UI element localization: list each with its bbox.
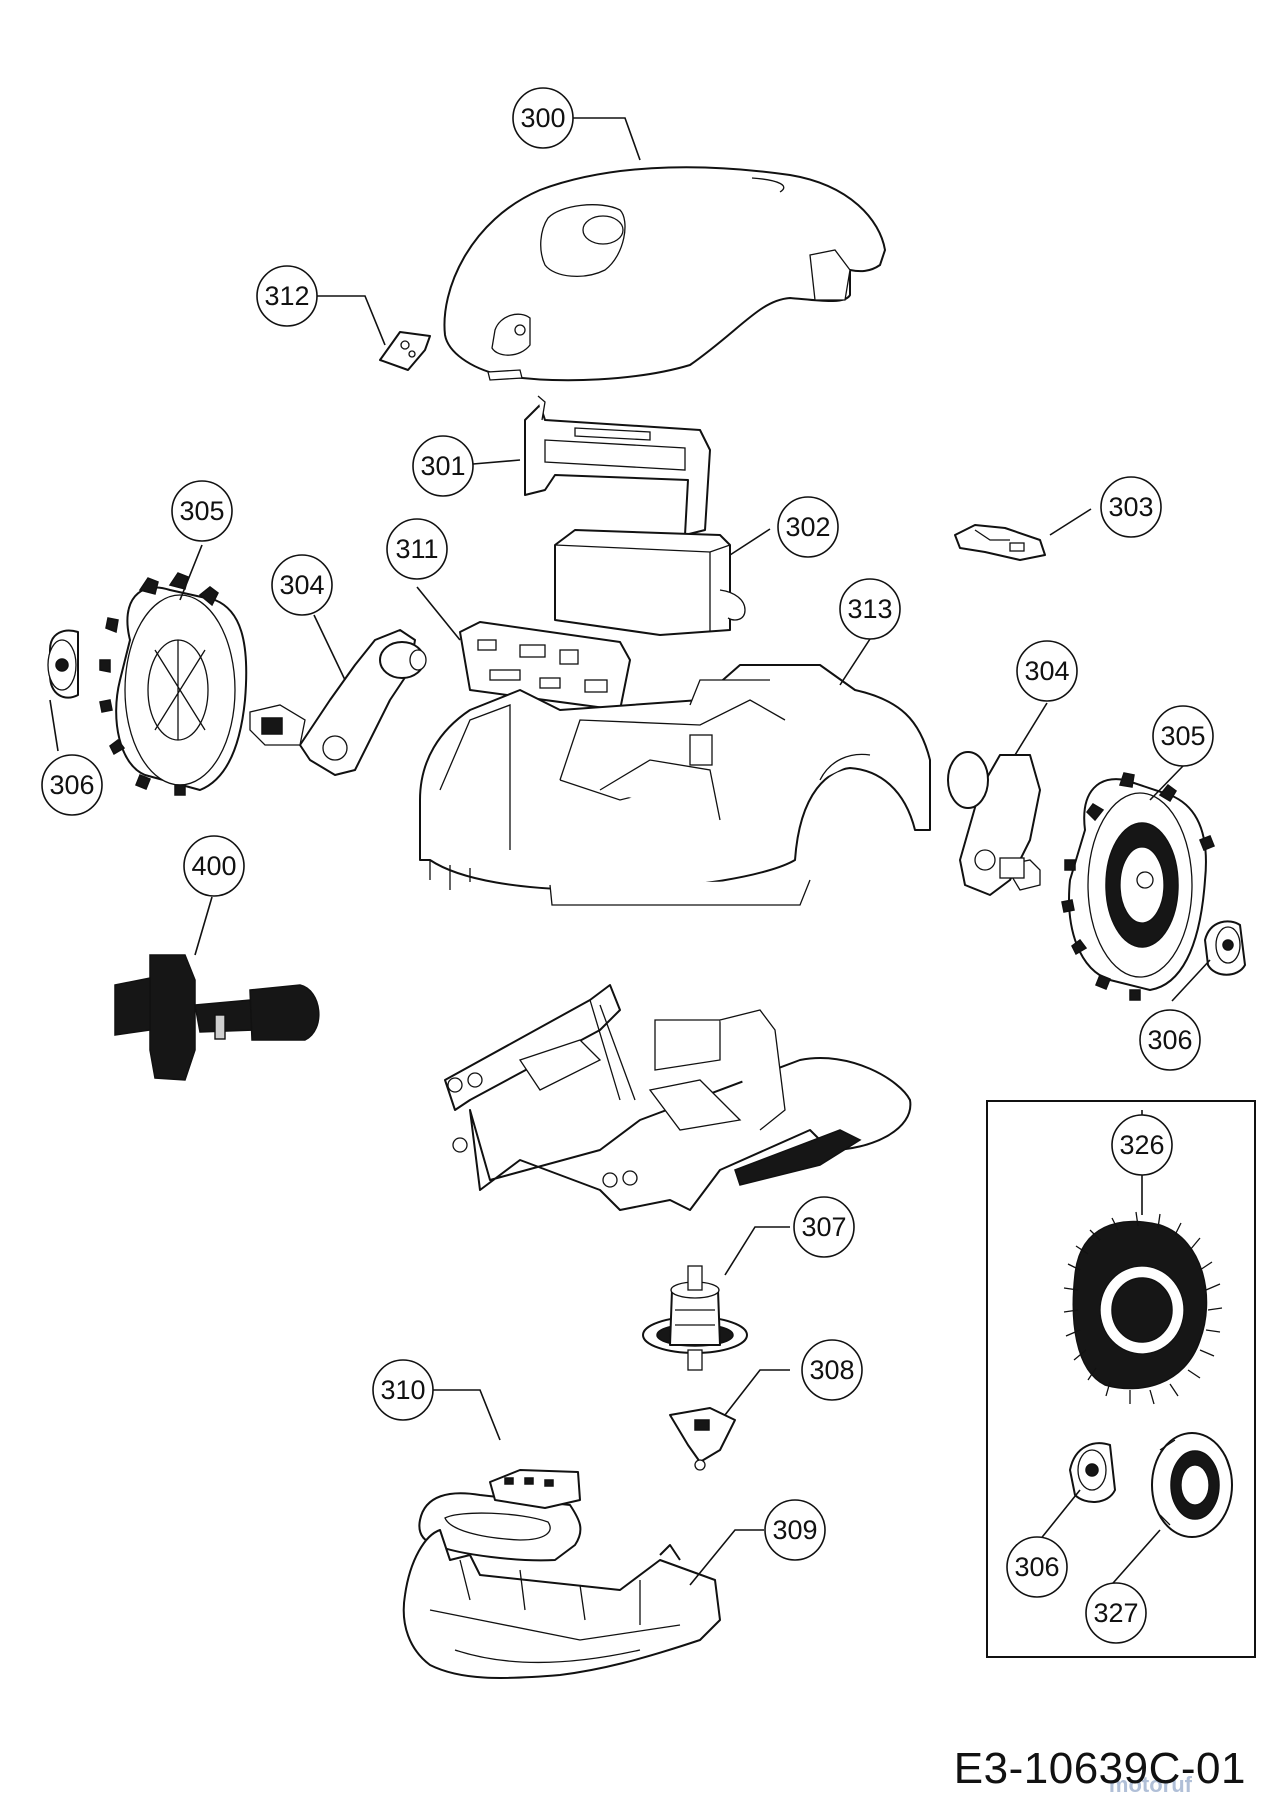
blade-motor-part xyxy=(642,1265,748,1371)
hub-cap-right-part xyxy=(1204,920,1246,976)
svg-text:313: 313 xyxy=(847,594,892,624)
svg-text:400: 400 xyxy=(191,851,236,881)
battery-part xyxy=(554,529,746,636)
callout-306-left[interactable]: 306 xyxy=(41,754,103,816)
callout-308[interactable]: 308 xyxy=(801,1339,863,1401)
callout-400[interactable]: 400 xyxy=(183,835,245,897)
drawing-code: E3-10639C-01 xyxy=(953,1744,1246,1793)
callout-302[interactable]: 302 xyxy=(777,496,839,558)
handle-part xyxy=(418,1469,582,1562)
svg-text:307: 307 xyxy=(801,1212,846,1242)
callout-301[interactable]: 301 xyxy=(412,435,474,497)
inset-frame xyxy=(986,1100,1256,1658)
callout-303[interactable]: 303 xyxy=(1100,476,1162,538)
watermark: motoruf xyxy=(1108,1772,1192,1797)
callout-310[interactable]: 310 xyxy=(372,1359,434,1421)
callout-311[interactable]: 311 xyxy=(386,518,448,580)
hub-cap-inset-part xyxy=(1069,1442,1116,1503)
cutting-frame-part xyxy=(444,984,912,1211)
callout-327[interactable]: 327 xyxy=(1085,1582,1147,1644)
svg-text:300: 300 xyxy=(520,103,565,133)
svg-text:327: 327 xyxy=(1093,1598,1138,1628)
blade-holder-part xyxy=(1151,1432,1233,1538)
gear-motor-right-part xyxy=(947,751,1041,896)
svg-text:311: 311 xyxy=(395,534,438,564)
left-wheel-part xyxy=(99,572,248,796)
charging-contact-part xyxy=(114,954,320,1081)
callout-304-left[interactable]: 304 xyxy=(271,554,333,616)
callout-312[interactable]: 312 xyxy=(256,265,318,327)
callout-305-right[interactable]: 305 xyxy=(1152,705,1214,767)
svg-text:305: 305 xyxy=(1160,721,1205,751)
svg-text:305: 305 xyxy=(179,496,224,526)
gear-motor-left-part xyxy=(249,629,427,776)
callout-307[interactable]: 307 xyxy=(793,1196,855,1258)
callout-304-right[interactable]: 304 xyxy=(1016,640,1078,702)
callout-300[interactable]: 300 xyxy=(512,87,574,149)
svg-text:312: 312 xyxy=(264,281,309,311)
callout-306-right[interactable]: 306 xyxy=(1139,1009,1201,1071)
svg-text:304: 304 xyxy=(279,570,324,600)
svg-text:309: 309 xyxy=(772,1515,817,1545)
sensor-part xyxy=(669,1407,736,1471)
lower-shell-part xyxy=(402,1529,721,1679)
callout-309[interactable]: 309 xyxy=(764,1499,826,1561)
svg-text:302: 302 xyxy=(785,512,830,542)
callout-305-left[interactable]: 305 xyxy=(171,480,233,542)
callout-326[interactable]: 326 xyxy=(1111,1114,1173,1176)
svg-text:306: 306 xyxy=(49,770,94,800)
svg-text:304: 304 xyxy=(1024,656,1069,686)
svg-text:303: 303 xyxy=(1108,492,1153,522)
chassis-part xyxy=(419,664,931,906)
svg-text:306: 306 xyxy=(1014,1552,1059,1582)
svg-text:306: 306 xyxy=(1147,1025,1192,1055)
battery-holder-part xyxy=(524,395,711,536)
top-cover-part xyxy=(443,166,886,382)
svg-text:301: 301 xyxy=(420,451,465,481)
callout-313[interactable]: 313 xyxy=(839,578,901,640)
svg-text:308: 308 xyxy=(809,1355,854,1385)
svg-text:326: 326 xyxy=(1119,1130,1164,1160)
blade-disc-part xyxy=(1063,1211,1223,1405)
circuit-board-part xyxy=(459,621,631,711)
hub-cap-left-part xyxy=(47,629,79,699)
callout-306-inset[interactable]: 306 xyxy=(1006,1536,1068,1598)
clip-part xyxy=(379,331,431,371)
right-wheel-part xyxy=(1061,772,1215,1001)
svg-text:310: 310 xyxy=(380,1375,425,1405)
connector-part xyxy=(954,524,1046,561)
